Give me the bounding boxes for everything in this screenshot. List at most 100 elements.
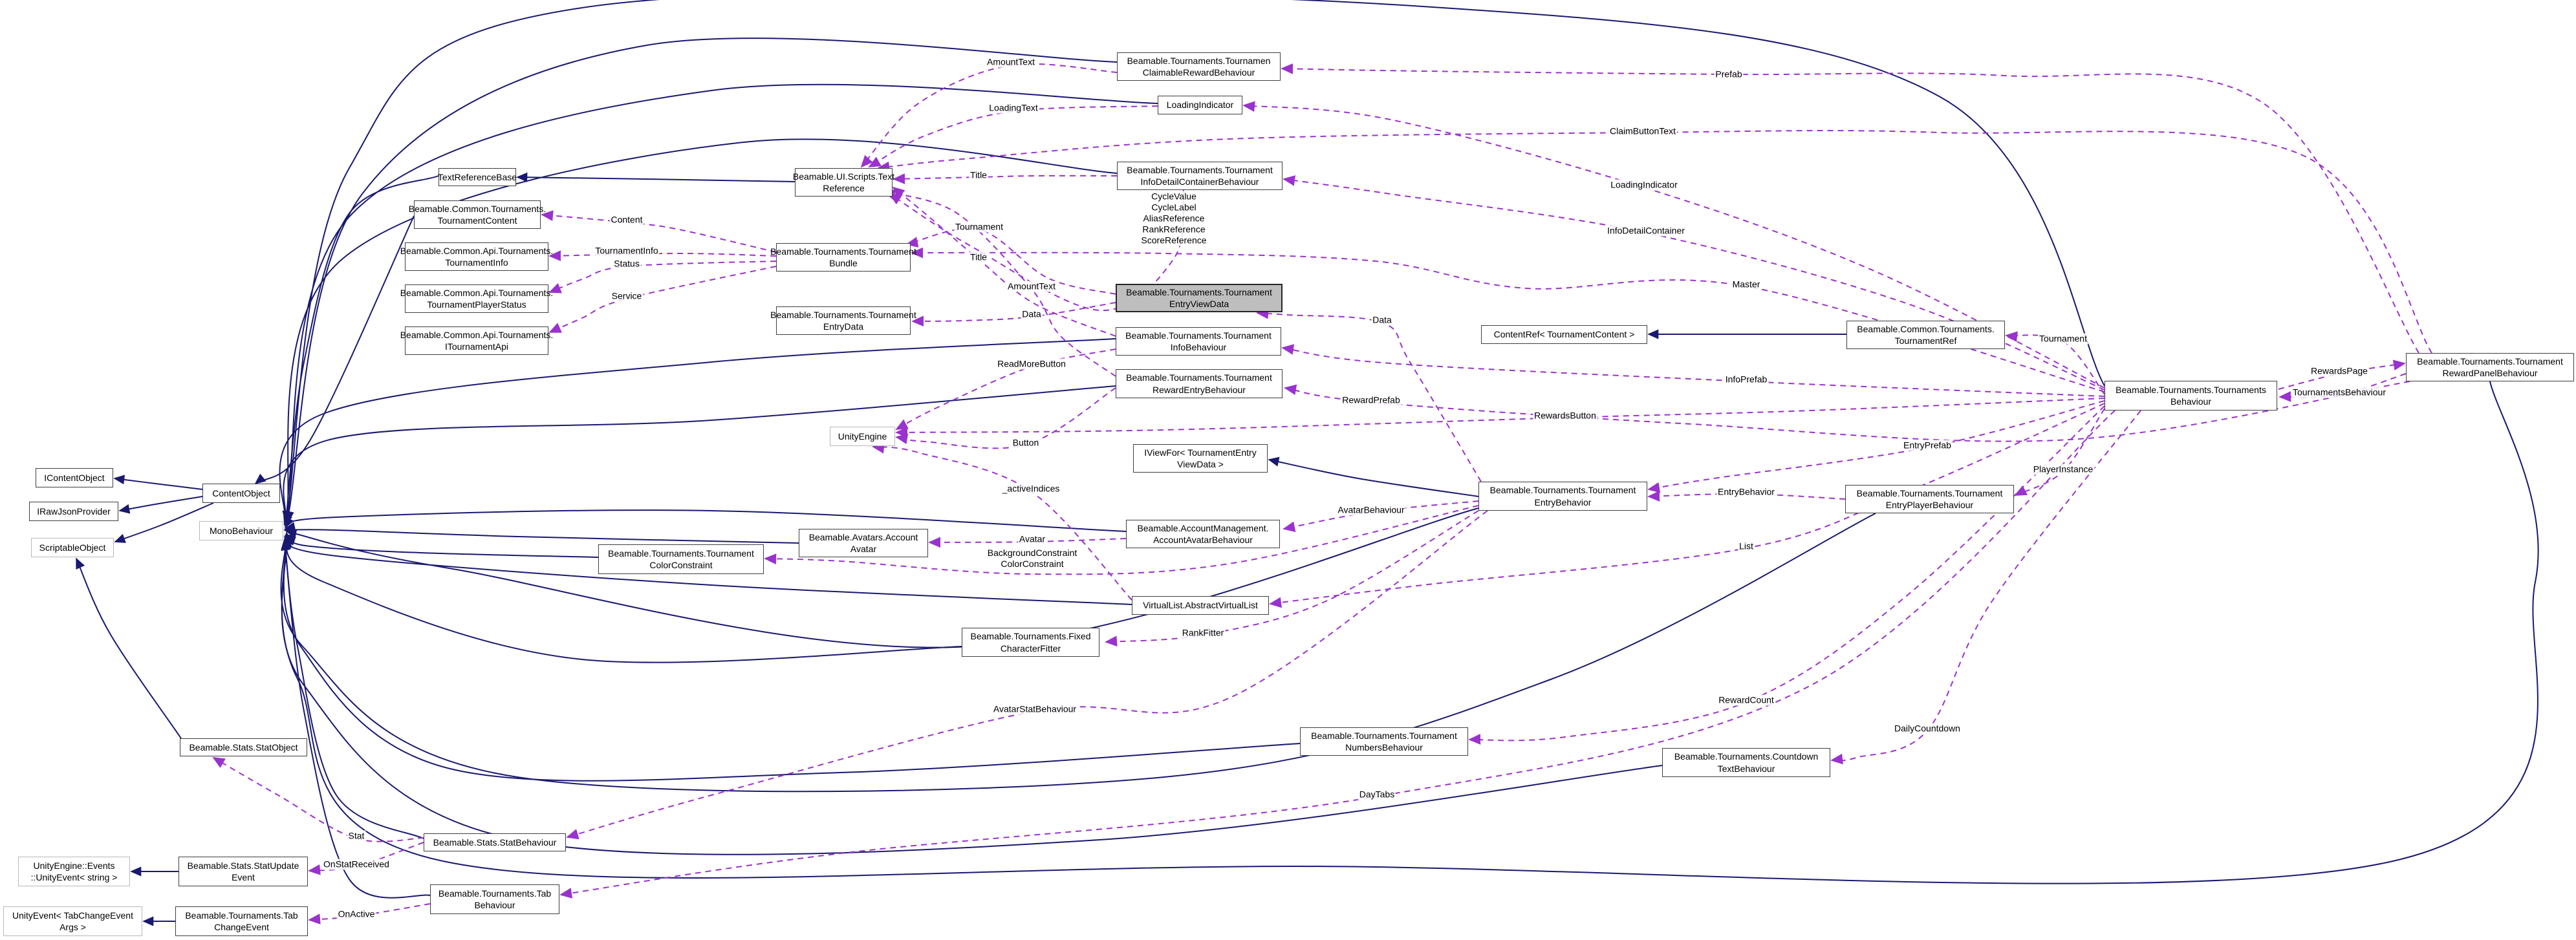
node-label-line: TextReferenceBase bbox=[437, 171, 517, 182]
edge-label-line: _activeIndices bbox=[1002, 483, 1060, 494]
node-label-line: Beamable.Tournaments.Tab bbox=[185, 910, 298, 921]
edge-inh-accountavatar-monobehaviour bbox=[283, 525, 799, 544]
edge-label-line: Title bbox=[970, 251, 987, 262]
node-label-line: Args > bbox=[60, 922, 86, 932]
node-scriptableobject[interactable]: ScriptableObject bbox=[31, 538, 114, 557]
node-label-line: Beamable.Tournaments.Tournamen bbox=[1127, 55, 1271, 66]
edge-label-use-data-entrybehavior: Data bbox=[1371, 314, 1393, 326]
edge-label-use-rankfitter: RankFitter bbox=[1180, 627, 1226, 639]
edge-inh-infodetail-monobehaviour bbox=[283, 138, 1118, 525]
edge-label-line: Data bbox=[1022, 308, 1041, 319]
edge-label-use-title-infobehaviour: Title bbox=[969, 251, 988, 263]
edge-label-line: Data bbox=[1372, 314, 1392, 325]
node-label-line: TournamentPlayerStatus bbox=[427, 299, 526, 310]
node-contentobject[interactable]: ContentObject bbox=[202, 484, 280, 503]
node-unityevent-string[interactable]: UnityEngine::Events::UnityEvent< string … bbox=[18, 857, 130, 886]
edge-use-rankfitter bbox=[1105, 510, 1479, 647]
node-tournament-content[interactable]: Beamable.Common.Tournaments.TournamentCo… bbox=[409, 200, 546, 229]
edge-label-line: BackgroundConstraint bbox=[987, 548, 1077, 558]
node-label-line: AccountAvatarBehaviour bbox=[1153, 535, 1253, 545]
node-content-ref[interactable]: ContentRef< TournamentContent > bbox=[1481, 325, 1647, 344]
edge-inh-colorconstraint-monobehaviour bbox=[284, 536, 599, 558]
edge-label-line: RankFitter bbox=[1182, 627, 1224, 638]
edge-label-use-tournamentsbehaviour: TournamentsBehaviour bbox=[2291, 387, 2387, 398]
edge-label-use-entrybehavior: EntryBehavior bbox=[1716, 486, 1776, 498]
node-label-line: Beamable.AccountManagement. bbox=[1137, 522, 1269, 533]
node-label-line: ScriptableObject bbox=[39, 542, 106, 553]
node-label-line: LoadingIndicator bbox=[1166, 100, 1234, 111]
node-label-line: Event bbox=[232, 872, 255, 882]
edge-label-use-service: Service bbox=[610, 290, 644, 302]
edge-use-onstatreceived bbox=[308, 842, 424, 875]
edge-label-line: PlayerInstance bbox=[2033, 464, 2094, 475]
node-label-line: IViewFor< TournamentEntry bbox=[1144, 447, 1257, 458]
node-monobehaviour[interactable]: MonoBehaviour bbox=[199, 521, 283, 540]
edge-label-use-entryprefab: EntryPrefab bbox=[1902, 440, 1953, 451]
node-label-line: Reference bbox=[823, 183, 865, 193]
edge-use-stat bbox=[212, 757, 424, 842]
node-itournament-api[interactable]: Beamable.Common.Api.Tournaments.ITournam… bbox=[400, 326, 553, 355]
edge-inh-infobehaviour-monobehaviour bbox=[279, 338, 1116, 526]
edge-label-line: Title bbox=[970, 169, 987, 180]
node-abstract-virtual-list[interactable]: VirtualList.AbstractVirtualList bbox=[1132, 596, 1269, 615]
node-label-line: VirtualList.AbstractVirtualList bbox=[1143, 600, 1258, 611]
edge-use-status bbox=[548, 261, 777, 294]
node-tournament-ref[interactable]: Beamable.Common.Tournaments.TournamentRe… bbox=[1846, 321, 2005, 349]
edge-label-use-activeindices: _activeIndices bbox=[1001, 483, 1061, 495]
edge-label-use-onactive: OnActive bbox=[336, 908, 376, 920]
node-label-line: Beamable.Tournaments.Tournament bbox=[1127, 164, 1273, 175]
node-label-line: UnityEvent< TabChangeEvent bbox=[12, 910, 133, 921]
node-label-line: Avatar bbox=[850, 544, 877, 554]
edge-label-line: Tournament bbox=[955, 221, 1003, 232]
node-label-line: Beamable.Common.Api.Tournaments. bbox=[400, 287, 554, 298]
edge-inh-accountavatarbehaviour-monobehaviour bbox=[284, 509, 1127, 532]
edge-use-service bbox=[548, 266, 777, 333]
node-text-reference-base[interactable]: TextReferenceBase bbox=[437, 168, 517, 186]
edge-label-use-amounttext-claimable: AmountText bbox=[986, 56, 1036, 68]
node-label-line: IContentObject bbox=[44, 472, 105, 483]
node-label-line: ClaimableRewardBehaviour bbox=[1142, 67, 1255, 78]
edge-inh-contentobject-scriptableobject bbox=[114, 502, 214, 543]
node-icontentobject[interactable]: IContentObject bbox=[36, 468, 113, 487]
edge-inh-entrybehavior-iviewfor bbox=[1268, 456, 1479, 497]
edge-inh-tabbehaviour-monobehaviour bbox=[281, 539, 431, 899]
edge-label-line: OnActive bbox=[338, 908, 375, 919]
node-label-line: ::UnityEvent< string > bbox=[30, 872, 118, 882]
node-label-line: Beamable.Stats.StatObject bbox=[189, 742, 298, 753]
node-loading-indicator[interactable]: LoadingIndicator bbox=[1158, 96, 1242, 114]
node-label-line: InfoDetailContainerBehaviour bbox=[1140, 176, 1259, 187]
node-tournament-player-status[interactable]: Beamable.Common.Api.Tournaments.Tourname… bbox=[400, 284, 553, 313]
node-irawjsonprovider[interactable]: IRawJsonProvider bbox=[29, 502, 118, 521]
node-tournament-info[interactable]: Beamable.Common.Api.Tournaments.Tourname… bbox=[400, 242, 553, 271]
node-account-avatar-behaviour[interactable]: Beamable.AccountManagement. AccountAvatar… bbox=[1126, 520, 1280, 548]
node-label-line: TournamentRef bbox=[1894, 336, 1957, 346]
node-unityengine[interactable]: UnityEngine bbox=[830, 427, 895, 446]
node-stat-behaviour[interactable]: Beamable.Stats.StatBehaviour bbox=[424, 833, 566, 851]
edge-label-line: ClaimButtonText bbox=[1610, 125, 1676, 136]
edge-label-line: AliasReference bbox=[1143, 213, 1205, 224]
edge-use-data-entrybehavior bbox=[1256, 308, 1482, 482]
node-stat-object[interactable]: Beamable.Stats.StatObject bbox=[180, 738, 307, 756]
edge-inh-fixedfitter-monobehaviour bbox=[283, 535, 962, 663]
